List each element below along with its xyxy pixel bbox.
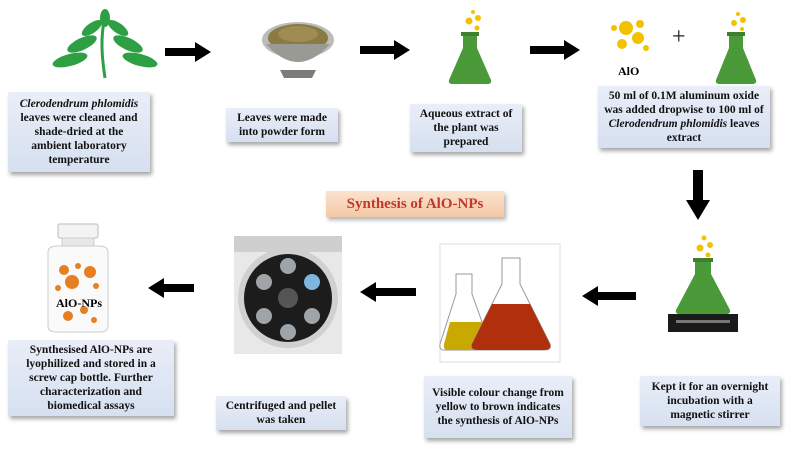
species-name: Clerodendrum phlomidis [608, 118, 728, 130]
step-colour-box: Visible colour change from yellow to bro… [424, 376, 572, 438]
bottle-label: AlO-NPs [56, 296, 102, 310]
step-incubation-text: Kept it for an overnight incubation with… [651, 381, 769, 421]
arrow-right-icon [360, 40, 410, 60]
arrow-left-icon [148, 278, 194, 298]
step-incubation-box: Kept it for an overnight incubation with… [640, 376, 780, 426]
step-powder-box: Leaves were made into powder form [226, 108, 338, 142]
step-addition-text: 50 ml of 0.1M aluminum oxide was added d… [604, 90, 764, 116]
leaves-icon [52, 9, 158, 79]
magnetic-stirrer-icon [668, 235, 738, 332]
step-extract-box: Aqueous extract of the plant was prepare… [410, 104, 522, 152]
flask-icon [448, 10, 492, 84]
step-addition-text-end: leaves extract [666, 118, 760, 144]
colour-change-flasks-icon [439, 243, 561, 363]
step-storage-box: Synthesised AlO-NPs are lyophilized and … [8, 340, 174, 416]
step-powder-text: Leaves were made into powder form [237, 112, 327, 138]
arrow-right-icon [530, 40, 580, 60]
arrow-right-icon [165, 42, 211, 62]
step-storage-text: Synthesised AlO-NPs are lyophilized and … [26, 344, 156, 412]
arrow-left-icon [360, 282, 416, 302]
step-centrifuge-box: Centrifuged and pellet was taken [216, 396, 346, 430]
step-cleaning-box: Clerodendrum phlomidis leaves were clean… [8, 92, 150, 172]
aluminum-oxide-icon [611, 20, 649, 51]
step-centrifuge-text: Centrifuged and pellet was taken [225, 400, 337, 426]
plus-sign: + [672, 24, 686, 50]
step-cleaning-text: leaves were cleaned and shade-dried at t… [20, 112, 138, 166]
arrow-left-icon [582, 286, 636, 306]
step-addition-box: 50 ml of 0.1M aluminum oxide was added d… [598, 86, 770, 148]
powder-bowl-icon [262, 22, 334, 78]
centrifuge-icon [234, 236, 342, 354]
step-extract-text: Aqueous extract of the plant was prepare… [419, 108, 513, 148]
species-name: Clerodendrum phlomidis [19, 98, 139, 110]
step-colour-text: Visible colour change from yellow to bro… [432, 387, 564, 427]
flask-icon [715, 12, 757, 84]
arrow-down-icon [686, 170, 710, 220]
aluminum-label: AlO [618, 64, 640, 78]
diagram-title: Synthesis of AlO-NPs [326, 191, 504, 217]
bottle-icon [47, 223, 109, 333]
